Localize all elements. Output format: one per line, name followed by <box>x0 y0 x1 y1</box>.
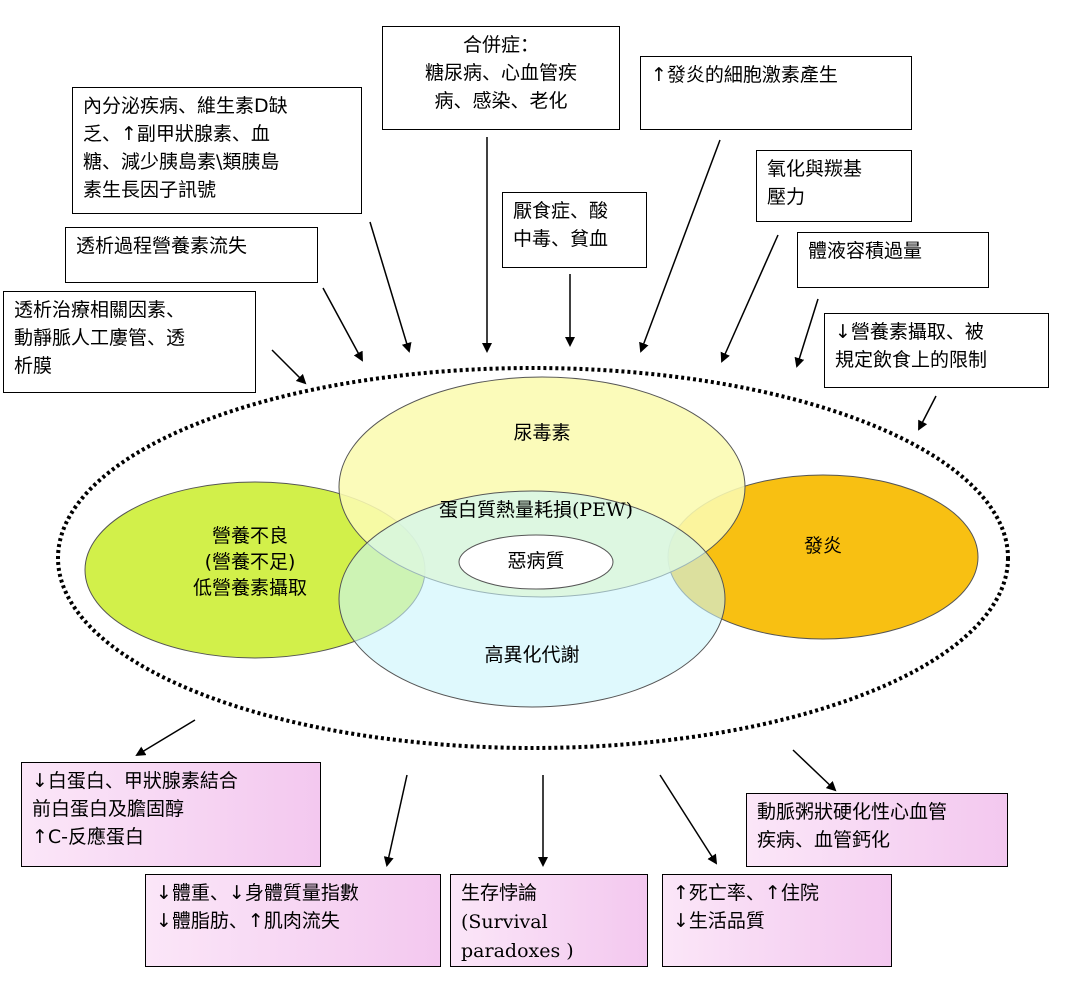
complications-box: 合併症： 糖尿病、心血管疾 病、感染、老化 <box>382 26 620 130</box>
anorexia-box: 厭食症、酸 中毒、貧血 <box>502 192 647 268</box>
survival-outcome-box: 生存悖論 (Survival paradoxes ) <box>450 874 648 967</box>
intake-restriction-box: ↓營養素攝取、被 規定飲食上的限制 <box>824 313 1049 388</box>
cachexia-label: 惡病質 <box>507 550 565 572</box>
nutrient-loss-text: 透析過程營養素流失 <box>76 235 248 257</box>
lab-outcome-text: ↓白蛋白、甲狀腺素結合 前白蛋白及膽固醇 ↑C-反應蛋白 <box>32 770 238 848</box>
cvd-outcome-box: 動脈粥狀硬化性心血管 疾病、血管鈣化 <box>746 793 1008 867</box>
mortality-outcome-box: ↑死亡率、↑住院 ↓生活品質 <box>662 874 892 967</box>
mortality-outcome-text: ↑死亡率、↑住院 ↓生活品質 <box>673 882 819 932</box>
survival-outcome-text: 生存悖論 (Survival paradoxes ) <box>461 882 574 962</box>
cytokines-box: ↑發炎的細胞激素產生 <box>640 56 912 130</box>
arrow-to-body <box>383 774 408 867</box>
nutrient-loss-box: 透析過程營養素流失 <box>65 227 318 283</box>
intake-restriction-text: ↓營養素攝取、被 規定飲食上的限制 <box>835 321 988 371</box>
complications-text: 合併症： 糖尿病、心血管疾 病、感染、老化 <box>424 34 577 112</box>
dialysis-factors-box: 透析治療相關因素、 動靜脈人工廔管、透 析膜 <box>3 291 256 393</box>
cvd-outcome-text: 動脈粥狀硬化性心血管 疾病、血管鈣化 <box>757 801 948 851</box>
lab-outcome-box: ↓白蛋白、甲狀腺素結合 前白蛋白及膽固醇 ↑C-反應蛋白 <box>21 762 321 867</box>
arrow-endocrine <box>369 221 412 353</box>
body-outcome-box: ↓體重、↓身體質量指數 ↓體脂肪、↑肌肉流失 <box>145 874 441 967</box>
cachexia-ellipse <box>458 534 614 590</box>
uremia-label: 尿毒素 <box>513 422 571 444</box>
arrow-to-lab <box>135 719 196 757</box>
malnutrition-label: 營養不良 (營養不足) 低營養素攝取 <box>192 525 307 599</box>
arrow-dialysis-factors <box>271 349 307 385</box>
oxidative-box: 氧化與羰基 壓力 <box>756 150 912 222</box>
anorexia-text: 厭食症、酸 中毒、貧血 <box>513 200 609 250</box>
body-outcome-text: ↓體重、↓身體質量指數 ↓體脂肪、↑肌肉流失 <box>156 882 359 932</box>
hypercatabolism-label: 高異化代謝 <box>484 644 580 666</box>
inflammation-label: 發炎 <box>803 535 842 557</box>
fluid-overload-box: 體液容積過量 <box>797 232 989 288</box>
arrow-to-mortality <box>659 774 718 865</box>
cytokines-text: ↑發炎的細胞激素產生 <box>651 64 838 86</box>
pew-label: 蛋白質熱量耗損(PEW) <box>438 499 633 521</box>
arrow-cytokines <box>639 139 721 353</box>
arrow-intake-restriction <box>918 395 937 431</box>
hypercatabolism-ellipse <box>338 490 726 708</box>
endocrine-text: 內分泌疾病、維生素D缺 乏、↑副甲狀腺素、血 糖、減少胰島素\類胰島 素生長因子… <box>83 95 288 201</box>
endocrine-box: 內分泌疾病、維生素D缺 乏、↑副甲狀腺素、血 糖、減少胰島素\類胰島 素生長因子… <box>72 87 362 214</box>
arrow-to-cvd <box>792 749 837 792</box>
outer-dotted-ellipse <box>56 366 1010 750</box>
arrow-nutrient-loss <box>322 287 363 362</box>
dialysis-factors-text: 透析治療相關因素、 動靜脈人工廔管、透 析膜 <box>14 299 186 377</box>
arrow-fluid-overload <box>794 298 819 368</box>
oxidative-text: 氧化與羰基 壓力 <box>767 158 863 208</box>
arrow-oxidative <box>720 234 779 363</box>
fluid-overload-text: 體液容積過量 <box>808 240 923 262</box>
